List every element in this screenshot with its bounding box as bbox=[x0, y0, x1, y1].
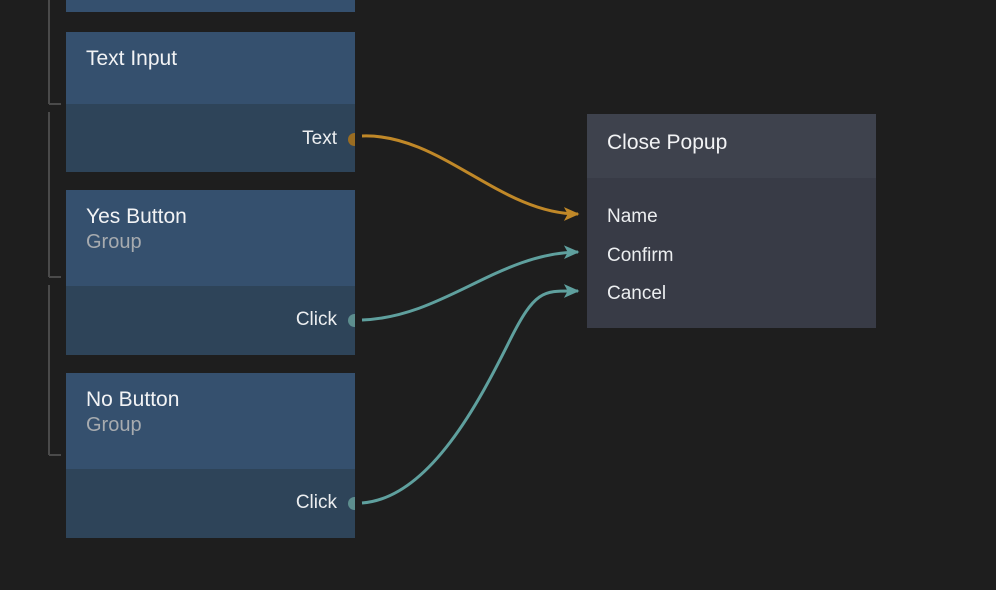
node-yes-button[interactable]: Yes Button Group Click bbox=[66, 190, 355, 355]
node-body: Click bbox=[66, 286, 355, 355]
port-out-click[interactable]: Click bbox=[296, 493, 355, 513]
node-body: Text bbox=[66, 104, 355, 172]
port-label: Name bbox=[607, 206, 658, 227]
node-title: Close Popup bbox=[607, 131, 728, 154]
port-dot-teal[interactable] bbox=[348, 496, 355, 510]
node-header: Yes Button Group bbox=[66, 190, 355, 286]
link-yes-click-to-confirm bbox=[361, 245, 580, 322]
node-title: Yes Button bbox=[86, 205, 187, 228]
node-body bbox=[66, 0, 355, 12]
node-text-input[interactable]: Text Input Text bbox=[66, 32, 355, 172]
port-out-click[interactable]: Click bbox=[296, 310, 355, 330]
node-subtitle: Group bbox=[86, 414, 142, 436]
port-dot-teal[interactable] bbox=[348, 313, 355, 327]
port-in-name[interactable]: Name bbox=[607, 206, 658, 228]
hierarchy-tree-lines bbox=[48, 0, 61, 456]
node-title: Text Input bbox=[86, 47, 178, 70]
node-close-popup[interactable]: Close Popup Name Confirm Cancel bbox=[587, 114, 876, 328]
node-title: No Button bbox=[86, 388, 180, 411]
port-dot-orange[interactable] bbox=[348, 132, 355, 146]
port-label: Click bbox=[295, 309, 337, 330]
link-no-click-to-cancel bbox=[361, 284, 580, 505]
node-body: Click bbox=[66, 469, 355, 538]
link-text-to-name bbox=[361, 134, 580, 221]
node-header: No Button Group bbox=[66, 373, 355, 469]
port-out-text[interactable]: Text bbox=[302, 129, 355, 149]
port-in-cancel[interactable]: Cancel bbox=[607, 283, 666, 305]
port-label: Text bbox=[302, 128, 337, 149]
node-body: Name Confirm Cancel bbox=[587, 178, 876, 328]
port-label: Confirm bbox=[607, 245, 674, 266]
node-subtitle: Group bbox=[86, 231, 142, 253]
port-label: Cancel bbox=[607, 283, 667, 304]
node-header: Close Popup bbox=[587, 114, 876, 178]
port-label: Click bbox=[295, 492, 337, 513]
port-in-confirm[interactable]: Confirm bbox=[607, 245, 674, 267]
node-no-button[interactable]: No Button Group Click bbox=[66, 373, 355, 538]
node-partial-top[interactable] bbox=[66, 0, 355, 12]
node-header: Text Input bbox=[66, 32, 355, 104]
